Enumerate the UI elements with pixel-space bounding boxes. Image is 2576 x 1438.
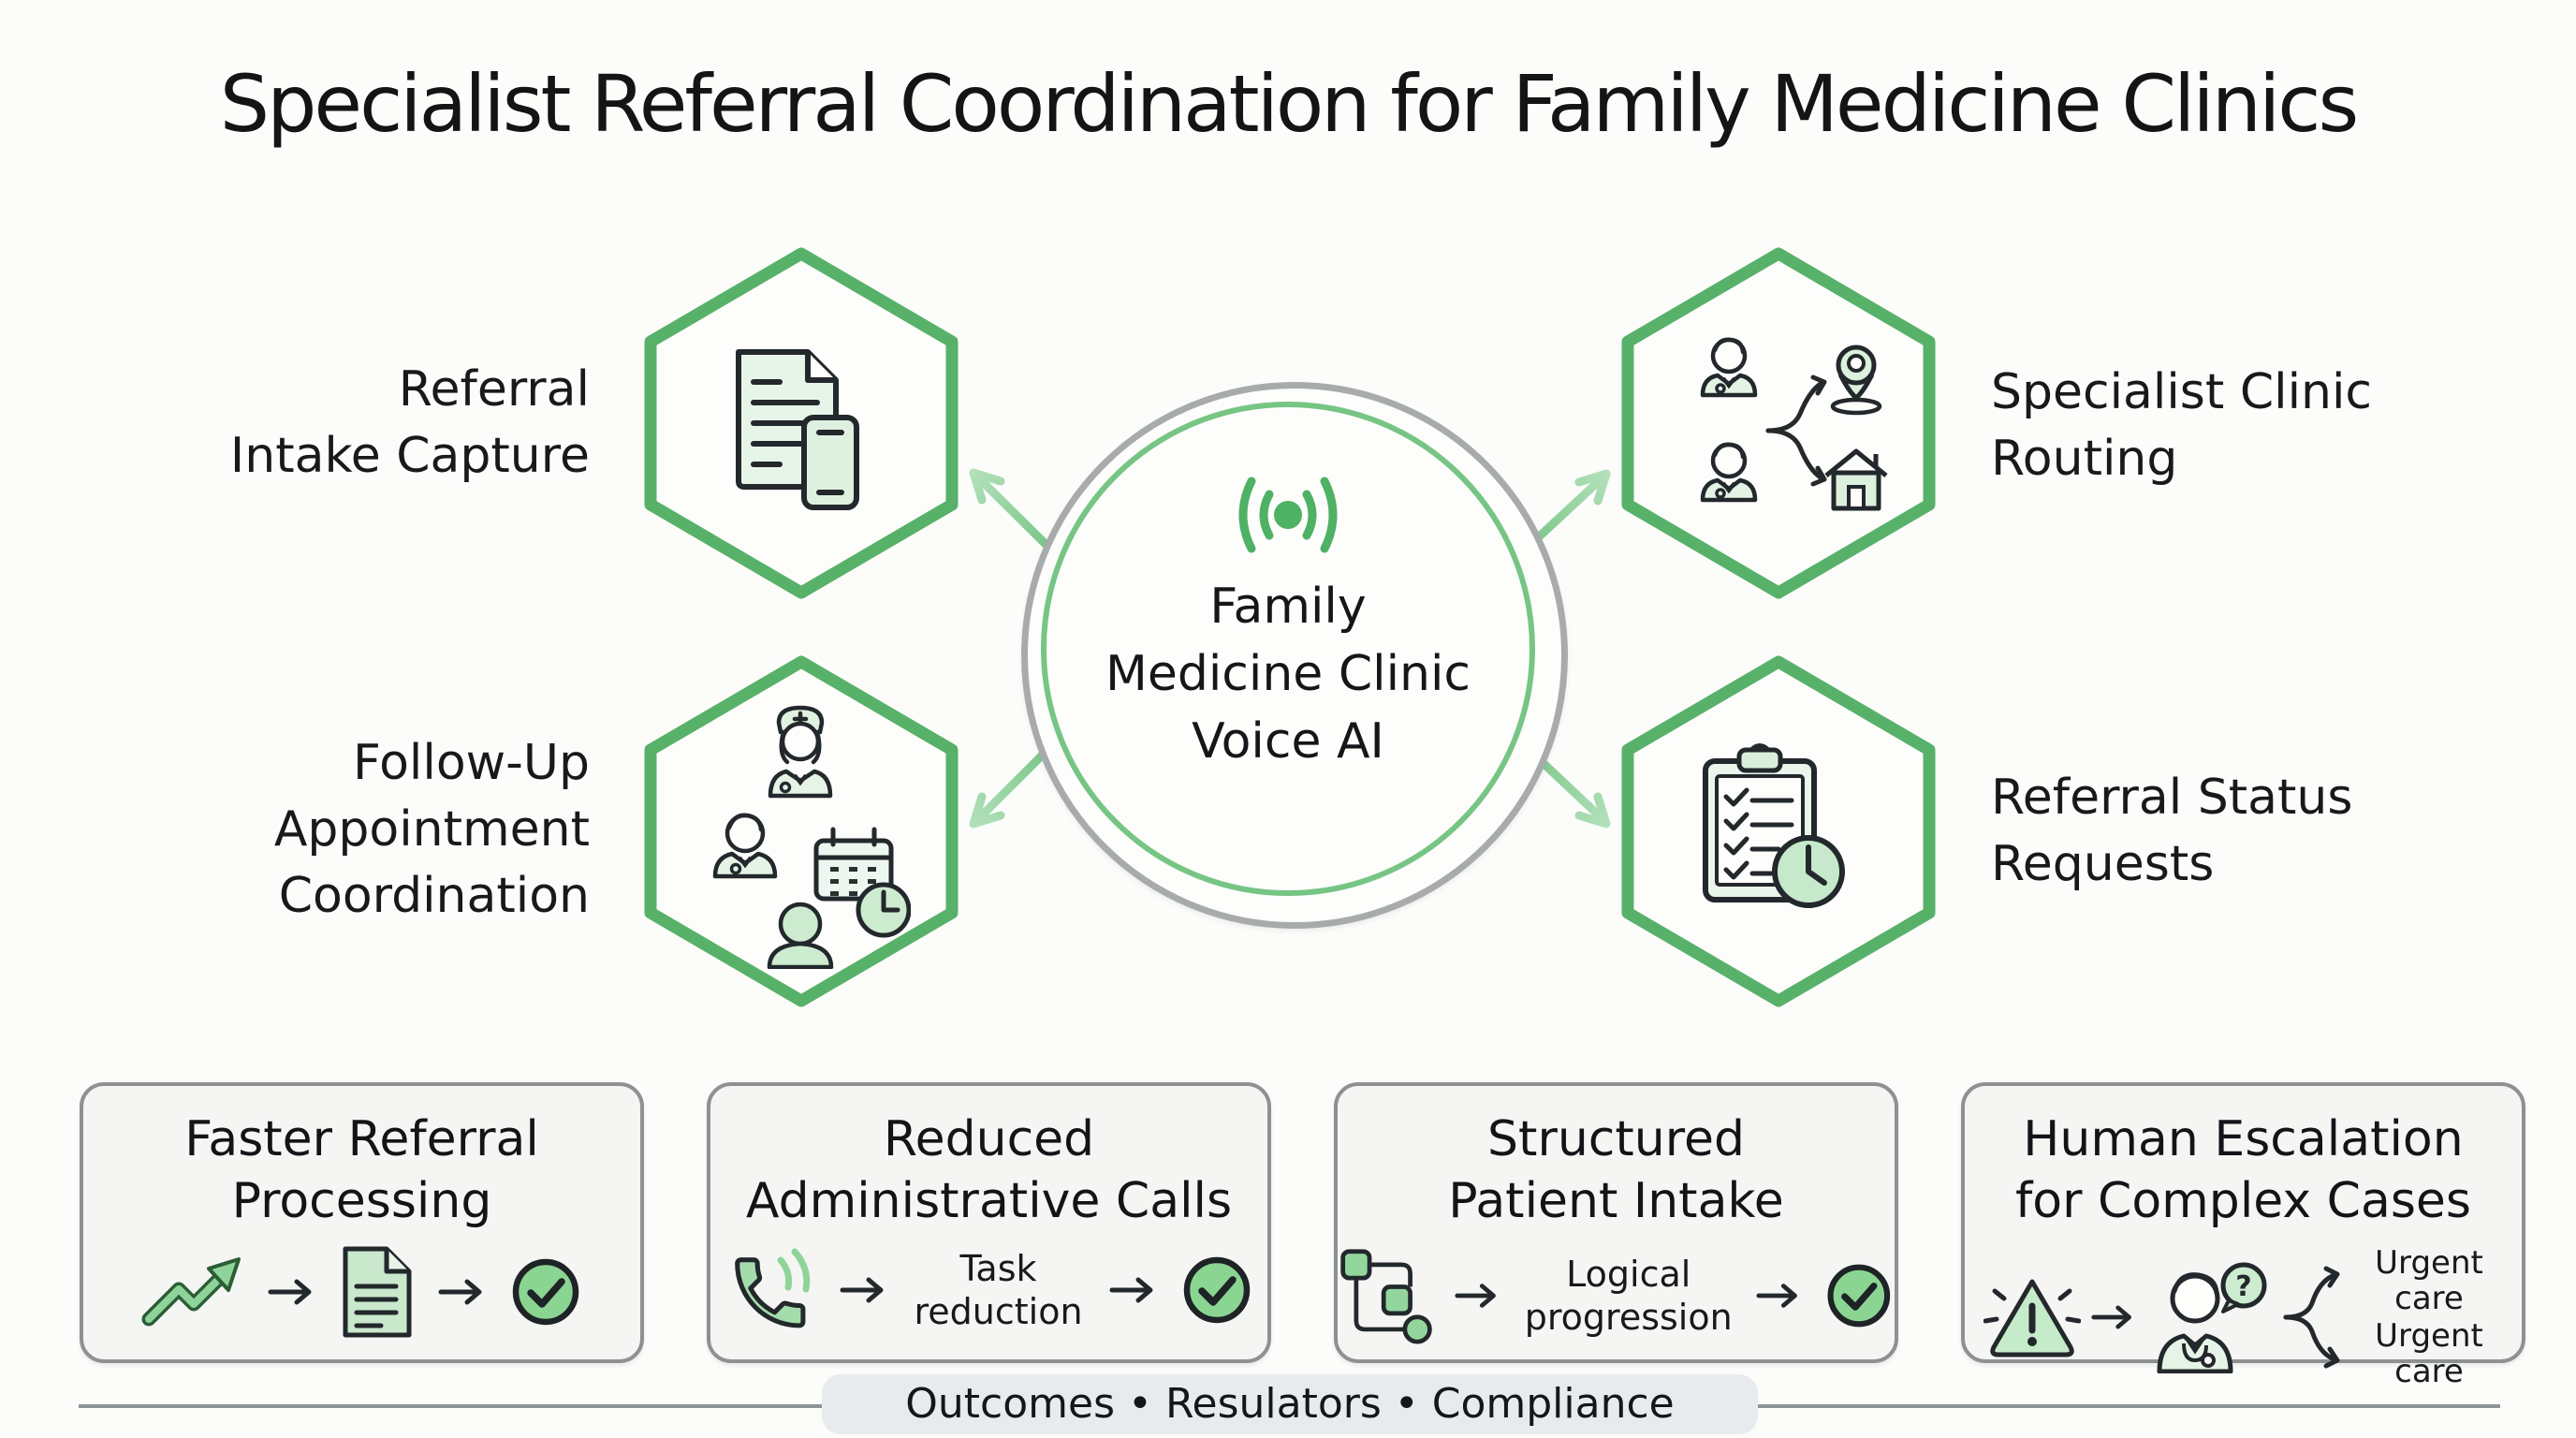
branch-split-icon xyxy=(2283,1266,2340,1369)
branch-label: Urgent care xyxy=(2375,1317,2483,1390)
phone-call-icon xyxy=(734,1248,810,1328)
label-line: Intake Capture xyxy=(229,428,590,484)
calendar-icon xyxy=(813,827,894,902)
center-label-line: Medicine Clinic xyxy=(1105,646,1471,702)
doctors-routing-icon xyxy=(1700,337,1888,511)
flow-middle-text-line: Task xyxy=(959,1248,1037,1289)
label-follow-up-appointment: Follow-Up Appointment Coordination xyxy=(140,730,590,930)
outcome-title: Reduced Administrative Calls xyxy=(710,1108,1267,1232)
outcome-card-structured-patient-intake: Structured Patient Intake Logical progre… xyxy=(1334,1082,1898,1363)
checklist-clock-icon xyxy=(1703,743,1845,908)
flow-middle-text: Logical progression xyxy=(1522,1253,1734,1339)
check-circle-icon xyxy=(1183,1256,1250,1324)
document-icon xyxy=(343,1246,411,1338)
outcome-title-line: Processing xyxy=(231,1173,492,1229)
document-phone-icon xyxy=(736,349,859,510)
arrow-right-icon xyxy=(1756,1284,1798,1308)
label-line: Referral Status xyxy=(1991,770,2353,826)
arrow-right-icon xyxy=(438,1279,481,1305)
label-line: Specialist Clinic xyxy=(1991,364,2373,420)
arrow-to-top-left-icon xyxy=(969,468,1061,559)
label-specialist-clinic-routing: Specialist Clinic Routing xyxy=(1991,360,2459,492)
outcome-card-faster-referral-processing: Faster Referral Processing xyxy=(80,1082,644,1363)
doctor-question-icon: ? xyxy=(2157,1262,2267,1373)
arrow-right-icon xyxy=(1455,1284,1497,1308)
footer-categories: Outcomes • Resulators • Compliance xyxy=(822,1374,1758,1434)
warning-icon xyxy=(1983,1279,2081,1357)
check-circle-icon xyxy=(512,1258,578,1326)
outcome-title-line: Administrative Calls xyxy=(745,1173,1233,1229)
question-mark-glyph: ? xyxy=(2235,1270,2251,1303)
label-line: Referral xyxy=(398,361,590,418)
label-line: Follow-Up xyxy=(353,735,590,791)
label-line: Routing xyxy=(1991,431,2178,487)
flow-middle-text: Task reduction xyxy=(910,1247,1088,1333)
doctor-icon xyxy=(1700,337,1758,398)
arrow-right-icon xyxy=(840,1277,883,1303)
outcome-title-line: Reduced xyxy=(883,1111,1095,1167)
center-hub-circle xyxy=(1021,382,1568,929)
flow-middle-text-line: Logical xyxy=(1566,1254,1691,1295)
outcome-title: Human Escalation for Complex Cases xyxy=(1965,1108,2522,1232)
center-hub-inner-ring xyxy=(1041,402,1535,896)
branch-label: Urgent care xyxy=(2375,1244,2483,1317)
label-line: Requests xyxy=(1991,836,2215,892)
map-pin-icon xyxy=(1830,345,1882,416)
outcome-card-reduced-admin-calls: Reduced Administrative Calls Task reduct… xyxy=(707,1082,1271,1363)
outcome-title: Faster Referral Processing xyxy=(83,1108,640,1232)
arrow-right-icon xyxy=(2091,1305,2131,1329)
outcome-title-line: Faster Referral xyxy=(184,1111,539,1167)
check-circle-icon xyxy=(1827,1264,1891,1328)
clock-icon xyxy=(856,882,911,938)
outcome-title: Structured Patient Intake xyxy=(1338,1108,1895,1232)
center-label-line: Family xyxy=(1209,579,1367,635)
patient-icon xyxy=(767,902,834,969)
outcome-title-line: Human Escalation xyxy=(2023,1111,2464,1167)
outcome-card-human-escalation: Human Escalation for Complex Cases ? xyxy=(1961,1082,2525,1389)
label-referral-status-requests: Referral Status Requests xyxy=(1991,765,2459,898)
flow-middle-text-line: progression xyxy=(1524,1297,1733,1338)
page-title: Specialist Referral Coordination for Fam… xyxy=(219,58,2360,150)
outcome-title-line: Structured xyxy=(1487,1111,1745,1167)
nurse-icon xyxy=(768,705,833,799)
flowchart-icon xyxy=(1340,1249,1432,1344)
trend-up-icon xyxy=(141,1257,241,1327)
label-referral-intake-capture: Referral Intake Capture xyxy=(140,357,590,490)
care-team-calendar-icon xyxy=(712,705,911,969)
label-line: Coordination xyxy=(278,868,590,924)
center-label-line: Voice AI xyxy=(1192,713,1384,770)
branch-labels: Urgent care Urgent care xyxy=(2355,1243,2503,1391)
outcome-title-line: for Complex Cases xyxy=(2015,1173,2471,1229)
outcome-title-line: Patient Intake xyxy=(1448,1173,1784,1229)
house-icon xyxy=(1824,448,1888,511)
doctor-icon xyxy=(712,813,778,879)
flow-middle-text-line: reduction xyxy=(914,1291,1083,1332)
arrow-right-icon xyxy=(268,1279,311,1305)
voice-broadcast-icon xyxy=(1238,477,1338,553)
branch-arrows-icon xyxy=(1765,374,1827,487)
doctor-icon xyxy=(1700,442,1758,503)
label-line: Appointment xyxy=(273,801,590,858)
center-hub-label: Family Medicine Clinic Voice AI xyxy=(1077,573,1499,775)
arrow-right-icon xyxy=(1109,1277,1152,1303)
